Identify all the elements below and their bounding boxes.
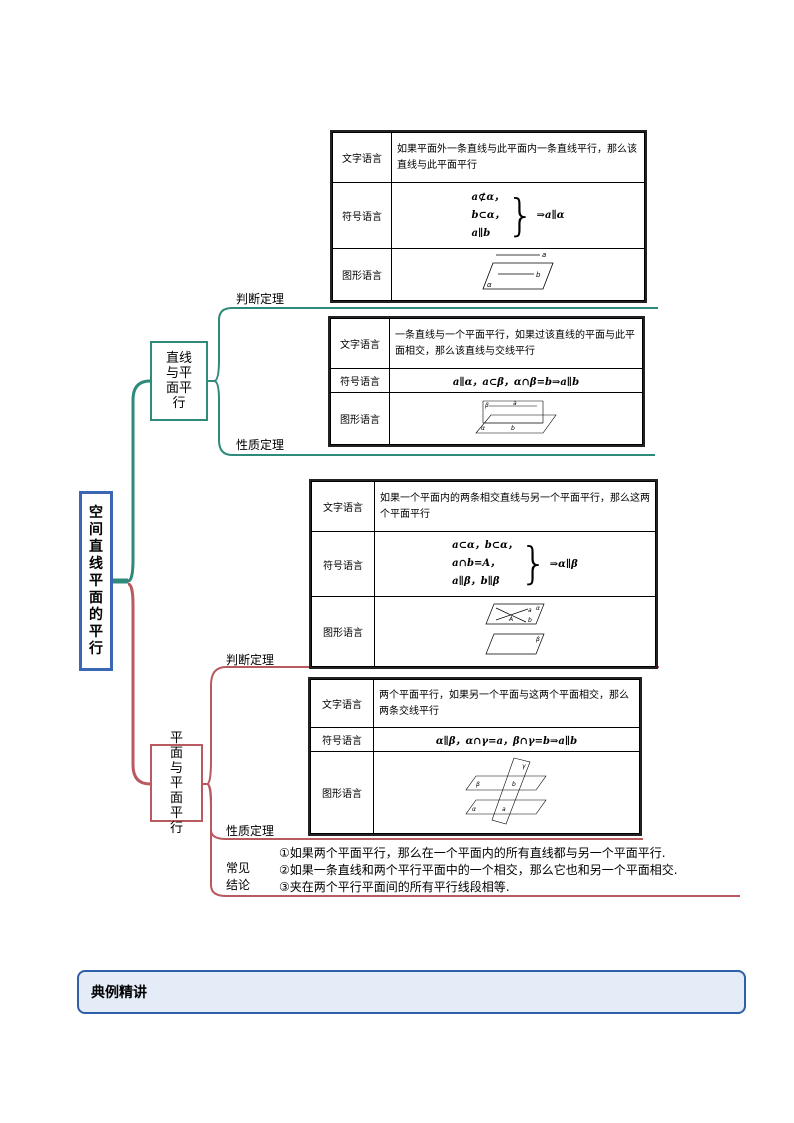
row-figure: a b α <box>391 248 645 301</box>
sym-line-2: b⊂α， <box>471 209 505 221</box>
branch-plane-plane: 平面与平面平行 <box>150 731 203 836</box>
row-header-symbol: 符号语言 <box>330 368 390 393</box>
sym-line-1: a⊄α， <box>471 191 505 203</box>
fig-label-b: b <box>512 781 516 788</box>
fig-label-beta: β <box>476 781 480 788</box>
conclusion-1: ①如果两个平面平行，那么在一个平面内的所有直线都与另一个平面平行. <box>279 846 666 860</box>
brace-icon: } <box>519 538 548 589</box>
row-header-figure: 图形语言 <box>311 596 375 667</box>
branch-line-plane-title: 直线与平面平行 <box>166 351 193 411</box>
row-symbol: α∥β，α∩γ=a，β∩γ=b⇒a∥b <box>373 727 640 752</box>
root-topic: 空间直线平面的平行 <box>79 491 113 671</box>
row-header-figure: 图形语言 <box>332 248 392 301</box>
fig-label-alpha: α <box>472 806 476 813</box>
fig-label-alpha: α <box>481 425 485 432</box>
row-figure: γ β b α a <box>373 751 640 834</box>
brace-icon: } <box>506 189 535 241</box>
row-text: 如果平面外一条直线与此平面内一条直线平行，那么该直线与此平面平行 <box>391 132 645 183</box>
fig-label-b: b <box>528 617 532 624</box>
section-banner: 典例精讲 <box>77 970 746 1014</box>
row-header-text: 文字语言 <box>330 318 390 369</box>
label-plane-plane-prop: 性质定理 <box>226 824 275 838</box>
figure-plane-plane-judge: a b A α β <box>485 603 545 655</box>
row-header-symbol: 符号语言 <box>311 531 375 597</box>
row-text: 一条直线与一个平面平行，如果过该直线的平面与此平面相交，那么该直线与交线平行 <box>389 318 643 369</box>
row-header-symbol: 符号语言 <box>310 727 374 752</box>
label-conclusions: 常见结论 <box>226 861 251 892</box>
fig-label-a: a <box>542 251 546 259</box>
conclusion-3: ③夹在两个平行平面间的所有平行线段相等. <box>279 880 510 894</box>
fig-label-a: a <box>502 806 506 813</box>
sym-line-3: a∥b <box>471 227 491 239</box>
row-symbol: a⊄α， b⊂α， a∥b } ⇒a∥α <box>391 182 645 249</box>
sym-line-2: a∩b=A， <box>452 558 501 569</box>
figure-line-plane-judge: a b α <box>482 251 554 290</box>
branch-plane-plane-title: 平面与平面平行 <box>169 730 183 836</box>
root-title: 空间直线平面的平行 <box>89 504 103 657</box>
branch-line-plane: 直线与平面平行 <box>150 341 208 421</box>
sym-result: ⇒α∥β <box>549 558 578 570</box>
sym-line-3: a∥β，b∥β <box>452 576 500 587</box>
row-figure: β a α b <box>389 392 643 445</box>
figure-line-plane-prop: β a α b <box>475 400 557 434</box>
table-plane-plane-prop: 文字语言 两个平面平行，如果另一个平面与这两个平面相交，那么两条交线平行 符号语… <box>308 677 642 836</box>
fig-label-alpha: α <box>536 605 540 612</box>
row-figure: a b A α β <box>374 596 656 667</box>
figure-plane-plane-prop: γ β b α a <box>464 757 547 825</box>
fig-label-a: a <box>528 607 532 614</box>
fig-label-beta: β <box>485 402 489 409</box>
label-plane-plane-judge: 判断定理 <box>226 653 275 667</box>
fig-label-gamma: γ <box>522 763 526 770</box>
label-line-plane-judge: 判断定理 <box>236 292 285 306</box>
row-text: 如果一个平面内的两条相交直线与另一个平面平行，那么这两个平面平行 <box>374 481 656 532</box>
row-header-text: 文字语言 <box>332 132 392 183</box>
banner-title: 典例精讲 <box>91 985 147 1001</box>
label-line-plane-prop: 性质定理 <box>236 438 285 452</box>
fig-label-b: b <box>511 425 515 432</box>
row-symbol: a∥α，a⊂β，α∩β=b⇒a∥b <box>389 368 643 393</box>
sym-result: ⇒a∥α <box>536 210 565 221</box>
row-header-symbol: 符号语言 <box>332 182 392 249</box>
fig-label-b: b <box>536 271 541 279</box>
fig-label-beta: β <box>536 636 540 643</box>
fig-label-a: a <box>513 400 517 407</box>
fig-label-alpha: α <box>487 281 492 289</box>
conclusion-2: ②如果一条直线和两个平行平面中的一个相交，那么它也和另一个平面相交. <box>279 863 678 877</box>
row-header-text: 文字语言 <box>310 679 374 728</box>
sym-line-1: a⊂α，b⊂α， <box>452 540 518 551</box>
row-header-figure: 图形语言 <box>330 392 390 445</box>
fig-label-A: A <box>508 616 513 623</box>
row-text: 两个平面平行，如果另一个平面与这两个平面相交，那么两条交线平行 <box>373 679 640 728</box>
table-plane-plane-judge: 文字语言 如果一个平面内的两条相交直线与另一个平面平行，那么这两个平面平行 符号… <box>309 479 658 669</box>
table-line-plane-judge: 文字语言 如果平面外一条直线与此平面内一条直线平行，那么该直线与此平面平行 符号… <box>330 130 647 303</box>
row-header-figure: 图形语言 <box>310 751 374 834</box>
table-line-plane-prop: 文字语言 一条直线与一个平面平行，如果过该直线的平面与此平面相交，那么该直线与交… <box>328 316 645 447</box>
row-header-text: 文字语言 <box>311 481 375 532</box>
row-symbol: a⊂α，b⊂α， a∩b=A， a∥β，b∥β } ⇒α∥β <box>374 531 656 597</box>
